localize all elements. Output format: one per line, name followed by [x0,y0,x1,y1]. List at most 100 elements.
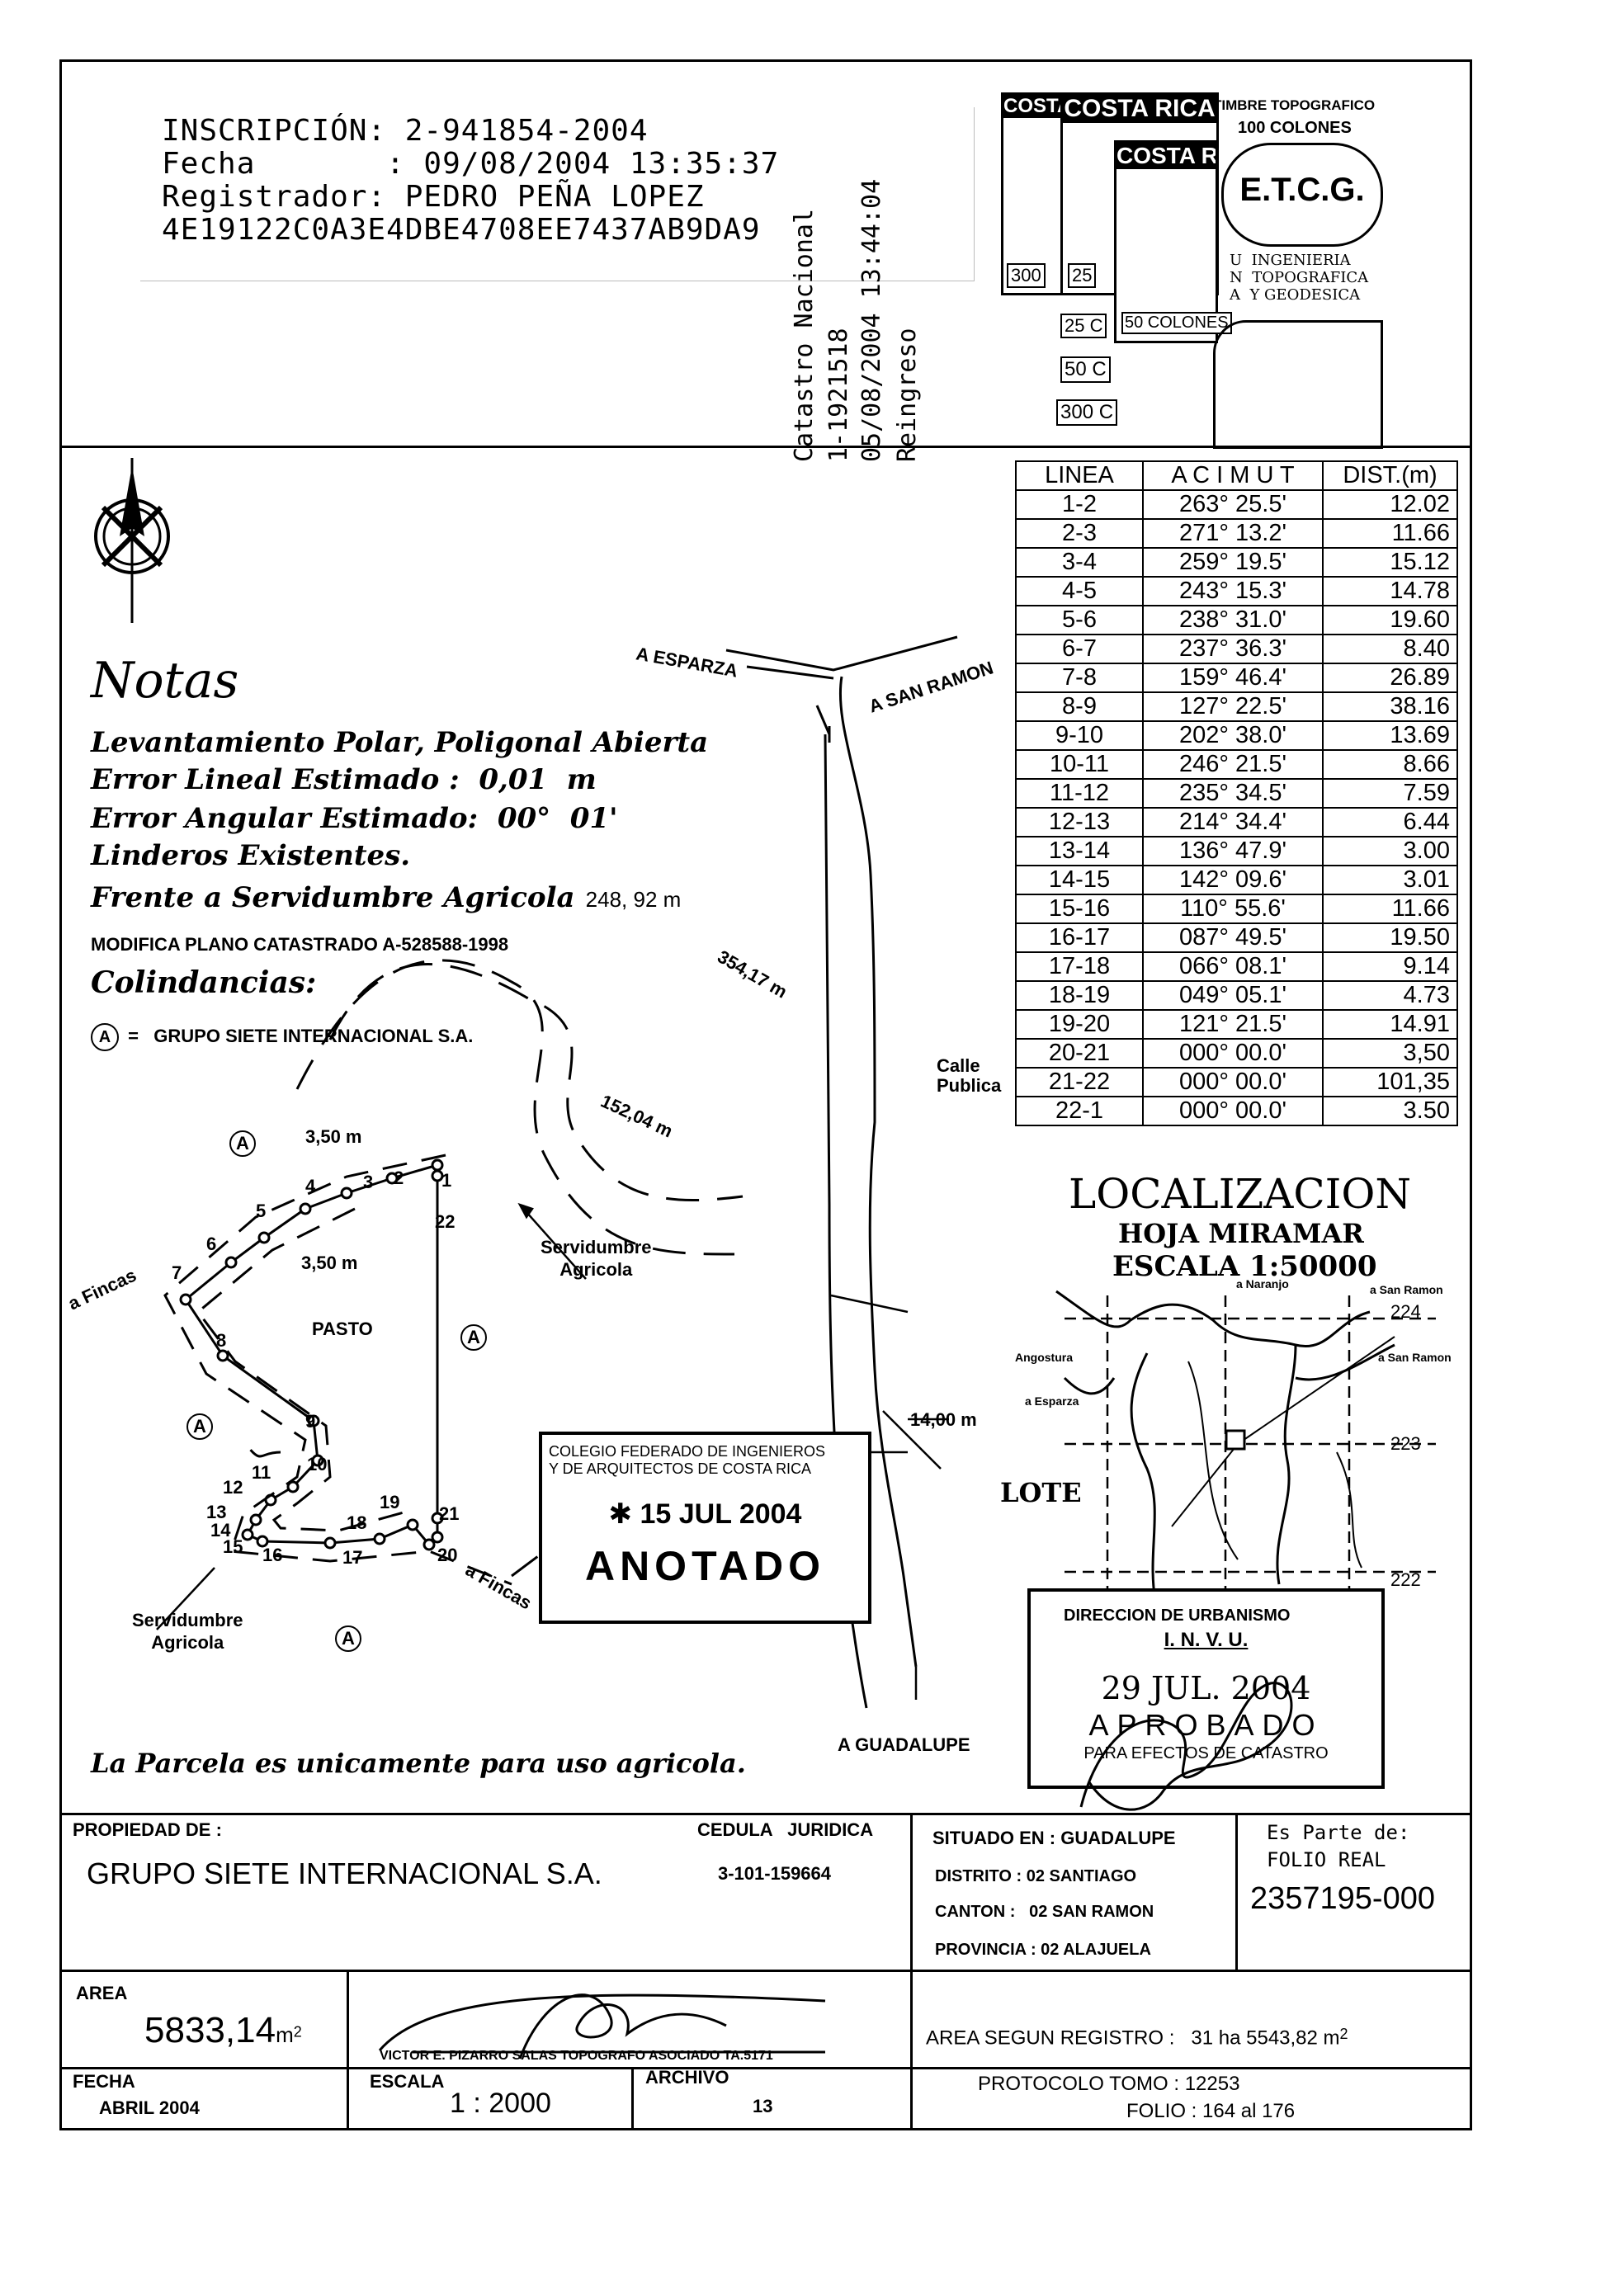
azimuth-cell: 136° 47.9' [1142,836,1324,866]
folio-label-1: Es Parte de: [1267,1821,1410,1844]
map-naranjo: a Naranjo [1236,1277,1289,1290]
timbre-value-300: 300 C [1056,399,1118,426]
map-san-ramon-2: a San Ramon [1378,1351,1452,1364]
azimuth-cell: 8-9 [1015,691,1144,722]
azimuth-cell: 11.66 [1322,518,1458,549]
azimuth-cell: 3.00 [1322,836,1458,866]
point-4: 4 [305,1176,316,1196]
label-a-guadalupe: A GUADALUPE [838,1734,970,1755]
azimuth-cell: 9.14 [1322,951,1458,982]
azimuth-cell: 22-1 [1015,1096,1144,1126]
azimuth-cell: 12-13 [1015,807,1144,837]
azimuth-cell: 16-17 [1015,922,1144,953]
azimuth-cell: 6-7 [1015,634,1144,664]
area-label: AREA [76,1983,128,2003]
point-18: 18 [347,1512,367,1533]
header-divider [59,446,1472,448]
localizacion-title: LOCALIZACION [1069,1170,1412,1218]
parcela-note: La Parcela es unicamente para uso agrico… [91,1748,746,1779]
colindante-mark-3: A [186,1413,213,1440]
azimuth-cell: 159° 46.4' [1142,663,1324,693]
azimuth-cell: 3.50 [1322,1096,1458,1126]
escala-value: 1 : 2000 [450,2088,551,2119]
colindante-mark-1: A [229,1130,256,1157]
localizacion-escala: ESCALA 1:50000 [1112,1250,1377,1283]
registration-box [140,107,975,281]
azimuth-cell: 6.44 [1322,807,1458,837]
point-22: 22 [435,1211,456,1232]
azimuth-cell: 000° 00.0' [1142,1038,1324,1069]
cedula-label: CEDULA JURIDICA [697,1819,874,1840]
colegio-stamp: COLEGIO FEDERADO DE INGENIEROS Y DE ARQU… [539,1432,871,1624]
map-san-ramon-1: a San Ramon [1370,1283,1443,1296]
point-6: 6 [206,1234,217,1254]
azimuth-cell: 3-4 [1015,547,1144,578]
arrows [156,1202,949,1700]
situado-en: SITUADO EN : GUADALUPE [932,1828,1176,1848]
timbre-topografico: TIMBRE TOPOGRAFICO 100 COLONES E.T.C.G. … [1213,97,1403,449]
note-levantamiento: Levantamiento Polar, Poligonal Abierta [91,726,709,759]
azimuth-cell: 259° 19.5' [1142,547,1324,578]
folio-real: 2357195-000 [1250,1881,1435,1916]
point-21: 21 [439,1503,460,1524]
timbre-3: COSTA R 50 COLONES [1114,140,1232,343]
escala-label: ESCALA [370,2071,445,2092]
folio-range: FOLIO : 164 al 176 [1126,2100,1296,2122]
note-colindancias: Colindancias: [91,965,317,1000]
azimuth-cell: 202° 38.0' [1142,720,1324,751]
etcg-logo: E.T.C.G. [1221,143,1383,247]
azimuth-cell: 7-8 [1015,663,1144,693]
registration-line-3: Registrador: PEDRO PEÑA LOPEZ [162,180,705,214]
map-grid-224: 224 [1390,1301,1421,1322]
point-9: 9 [305,1411,316,1432]
azimuth-cell: 38.16 [1322,691,1458,722]
point-15: 15 [223,1536,243,1557]
azimuth-cell: 15-16 [1015,894,1144,924]
azimuth-cell: 000° 00.0' [1142,1096,1324,1126]
azimuth-table-header: LINEA A C I M U T DIST.(m) [1015,460,1458,491]
azimuth-cell: 10-11 [1015,749,1144,780]
note-linderos: Linderos Existentes. [91,839,411,872]
timbre-1: COSTA RICA 300 [1001,92,1072,295]
azimuth-cell: 8.66 [1322,749,1458,780]
azimuth-cell: 12.02 [1322,489,1458,520]
azimuth-cell: 15.12 [1322,547,1458,578]
azimuth-cell: 127° 22.5' [1142,691,1324,722]
azimuth-cell: 049° 05.1' [1142,980,1324,1011]
azimuth-cell: 14-15 [1015,865,1144,895]
azimuth-cell: 9-10 [1015,720,1144,751]
azimuth-cell: 19-20 [1015,1009,1144,1040]
azimuth-cell: 101,35 [1322,1067,1458,1097]
azimuth-cell: 3,50 [1322,1038,1458,1069]
azimuth-cell: 110° 55.6' [1142,894,1324,924]
azimuth-cell: 4.73 [1322,980,1458,1011]
catastro-vertical-4: Reingreso [893,328,922,462]
point-11: 11 [252,1462,271,1483]
north-arrow-icon [94,458,170,623]
area-registro: AREA SEGUN REGISTRO : 31 ha 5543,82 m2 [926,2026,1348,2050]
footer-divider [59,1813,1472,1815]
azimuth-cell: 13-14 [1015,836,1144,866]
azimuth-cell: 237° 36.3' [1142,634,1324,664]
label-distance-350-bottom: 3,50 m [301,1253,358,1273]
azimuth-cell: 121° 21.5' [1142,1009,1324,1040]
catastro-vertical-2: 1-1921518 [824,328,853,462]
note-modifica: MODIFICA PLANO CATASTRADO A-528588-1998 [91,934,509,955]
plan-frame [59,59,1472,2130]
notes-title: Notas [91,652,239,710]
distrito: DISTRITO : 02 SANTIAGO [935,1867,1137,1885]
point-13: 13 [206,1502,227,1522]
azimuth-cell: 214° 34.4' [1142,807,1324,837]
